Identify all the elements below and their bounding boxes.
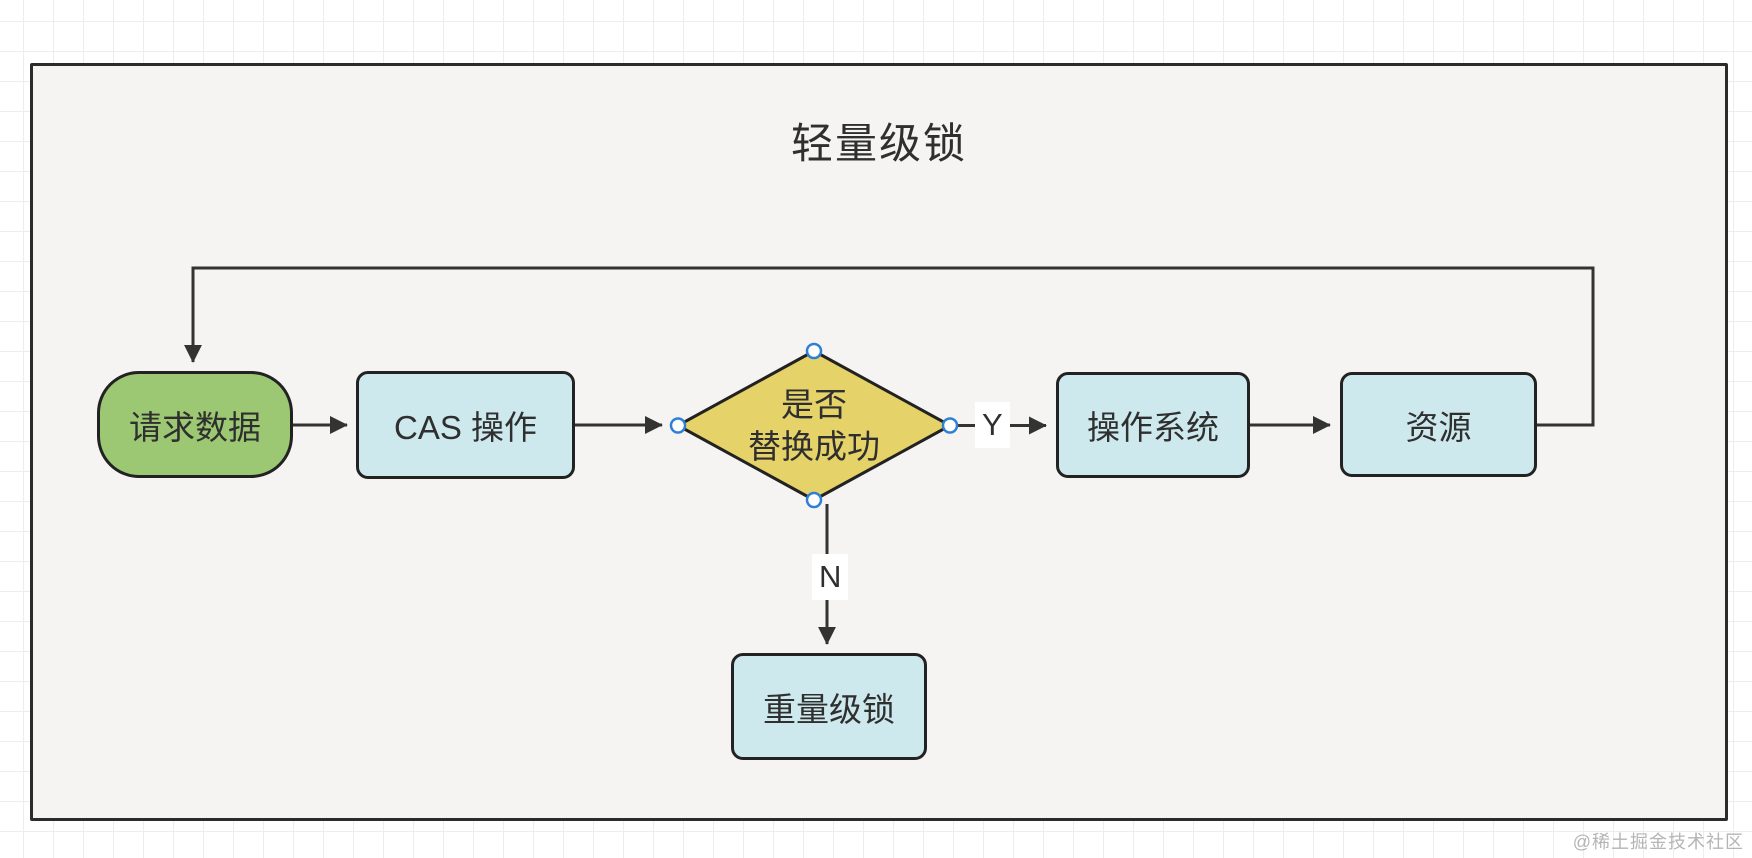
edge-label-yes: Y — [975, 402, 1010, 448]
edge-label-no: N — [812, 554, 849, 600]
node-operating-system-label: 操作系统 — [1087, 409, 1219, 446]
node-heavyweight-lock[interactable]: 重量级锁 — [731, 653, 927, 760]
node-request-data-label: 请求数据 — [129, 408, 261, 446]
node-resource-label: 资源 — [1405, 408, 1472, 446]
node-request-data[interactable]: 请求数据 — [97, 371, 293, 478]
node-cas-operation[interactable]: CAS 操作 — [356, 371, 575, 479]
node-operating-system[interactable]: 操作系统 — [1056, 372, 1250, 478]
watermark-text: @稀土掘金技术社区 — [1572, 832, 1744, 852]
node-cas-operation-label: CAS 操作 — [393, 409, 538, 446]
node-decision-label: 是否 替换成功 — [748, 385, 880, 465]
diagram-title: 轻量级锁 — [790, 120, 967, 167]
node-heavyweight-lock-label: 重量级锁 — [763, 690, 895, 728]
node-resource[interactable]: 资源 — [1340, 372, 1537, 477]
